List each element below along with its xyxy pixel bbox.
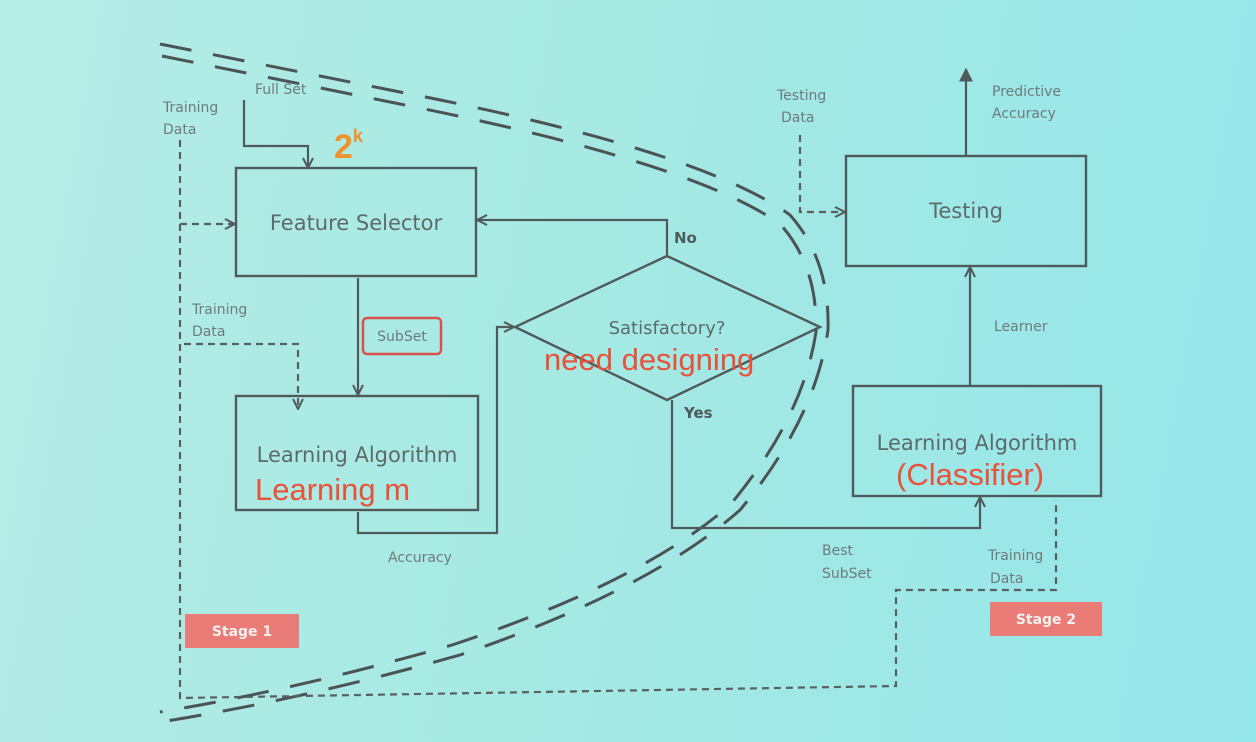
predictive-accuracy-label-1: Predictive bbox=[992, 84, 1061, 100]
predictive-accuracy-label-2: Accuracy bbox=[992, 106, 1056, 122]
stage-2-badge: Stage 2 bbox=[990, 602, 1102, 636]
stage-separator-curve bbox=[159, 42, 830, 724]
annotation-classifier: (Classifier) bbox=[896, 457, 1044, 492]
full-set-label: Full Set bbox=[255, 82, 307, 98]
accuracy-label: Accuracy bbox=[388, 550, 452, 566]
training-data-top-label-1: Training bbox=[162, 100, 218, 116]
satisfactory-label: Satisfactory? bbox=[609, 318, 726, 339]
no-label: No bbox=[674, 229, 697, 247]
training-data-mid-label-1: Training bbox=[191, 302, 247, 318]
stage-1-badge: Stage 1 bbox=[185, 614, 299, 648]
testing-data-label-1: Testing bbox=[776, 88, 826, 104]
satisfactory-diamond bbox=[512, 254, 823, 402]
training-data-mid-arrow bbox=[184, 342, 298, 408]
subset-badge: SubSet bbox=[361, 316, 443, 356]
learning-algorithm-classifier-label: Learning Algorithm bbox=[877, 431, 1078, 455]
learner-label: Learner bbox=[994, 319, 1048, 335]
annotation-2k: 2k bbox=[334, 126, 364, 166]
no-arrow bbox=[478, 220, 669, 256]
accuracy-arrow bbox=[356, 327, 513, 535]
full-set-arrow bbox=[242, 100, 308, 167]
subset-label: SubSet bbox=[377, 329, 427, 345]
stage-2-label: Stage 2 bbox=[1016, 612, 1076, 628]
testing-data-label-2: Data bbox=[781, 110, 814, 126]
training-data-right-label-2: Data bbox=[990, 571, 1023, 587]
yes-label: Yes bbox=[683, 404, 713, 422]
annotation-learning-m: Learning m bbox=[255, 472, 410, 507]
feature-selector-label: Feature Selector bbox=[270, 211, 443, 235]
training-data-mid-label-2: Data bbox=[192, 324, 225, 340]
yes-arrow bbox=[670, 400, 980, 530]
learning-algorithm-label: Learning Algorithm bbox=[257, 443, 458, 467]
annotation-2k-base: 2 bbox=[334, 128, 353, 166]
annotation-2k-sup: k bbox=[353, 126, 364, 146]
stage-1-label: Stage 1 bbox=[212, 624, 272, 640]
testing-data-arrow bbox=[798, 135, 844, 212]
training-data-top-label-2: Data bbox=[163, 122, 196, 138]
training-data-right-label-1: Training bbox=[987, 548, 1043, 564]
annotation-need-designing: need designing bbox=[544, 342, 754, 377]
best-subset-label-1: Best bbox=[822, 543, 854, 559]
training-data-outer-dashed bbox=[178, 140, 1058, 700]
best-subset-label-2: SubSet bbox=[822, 566, 872, 582]
learning-algorithm-box bbox=[234, 394, 480, 512]
testing-label: Testing bbox=[928, 199, 1003, 223]
